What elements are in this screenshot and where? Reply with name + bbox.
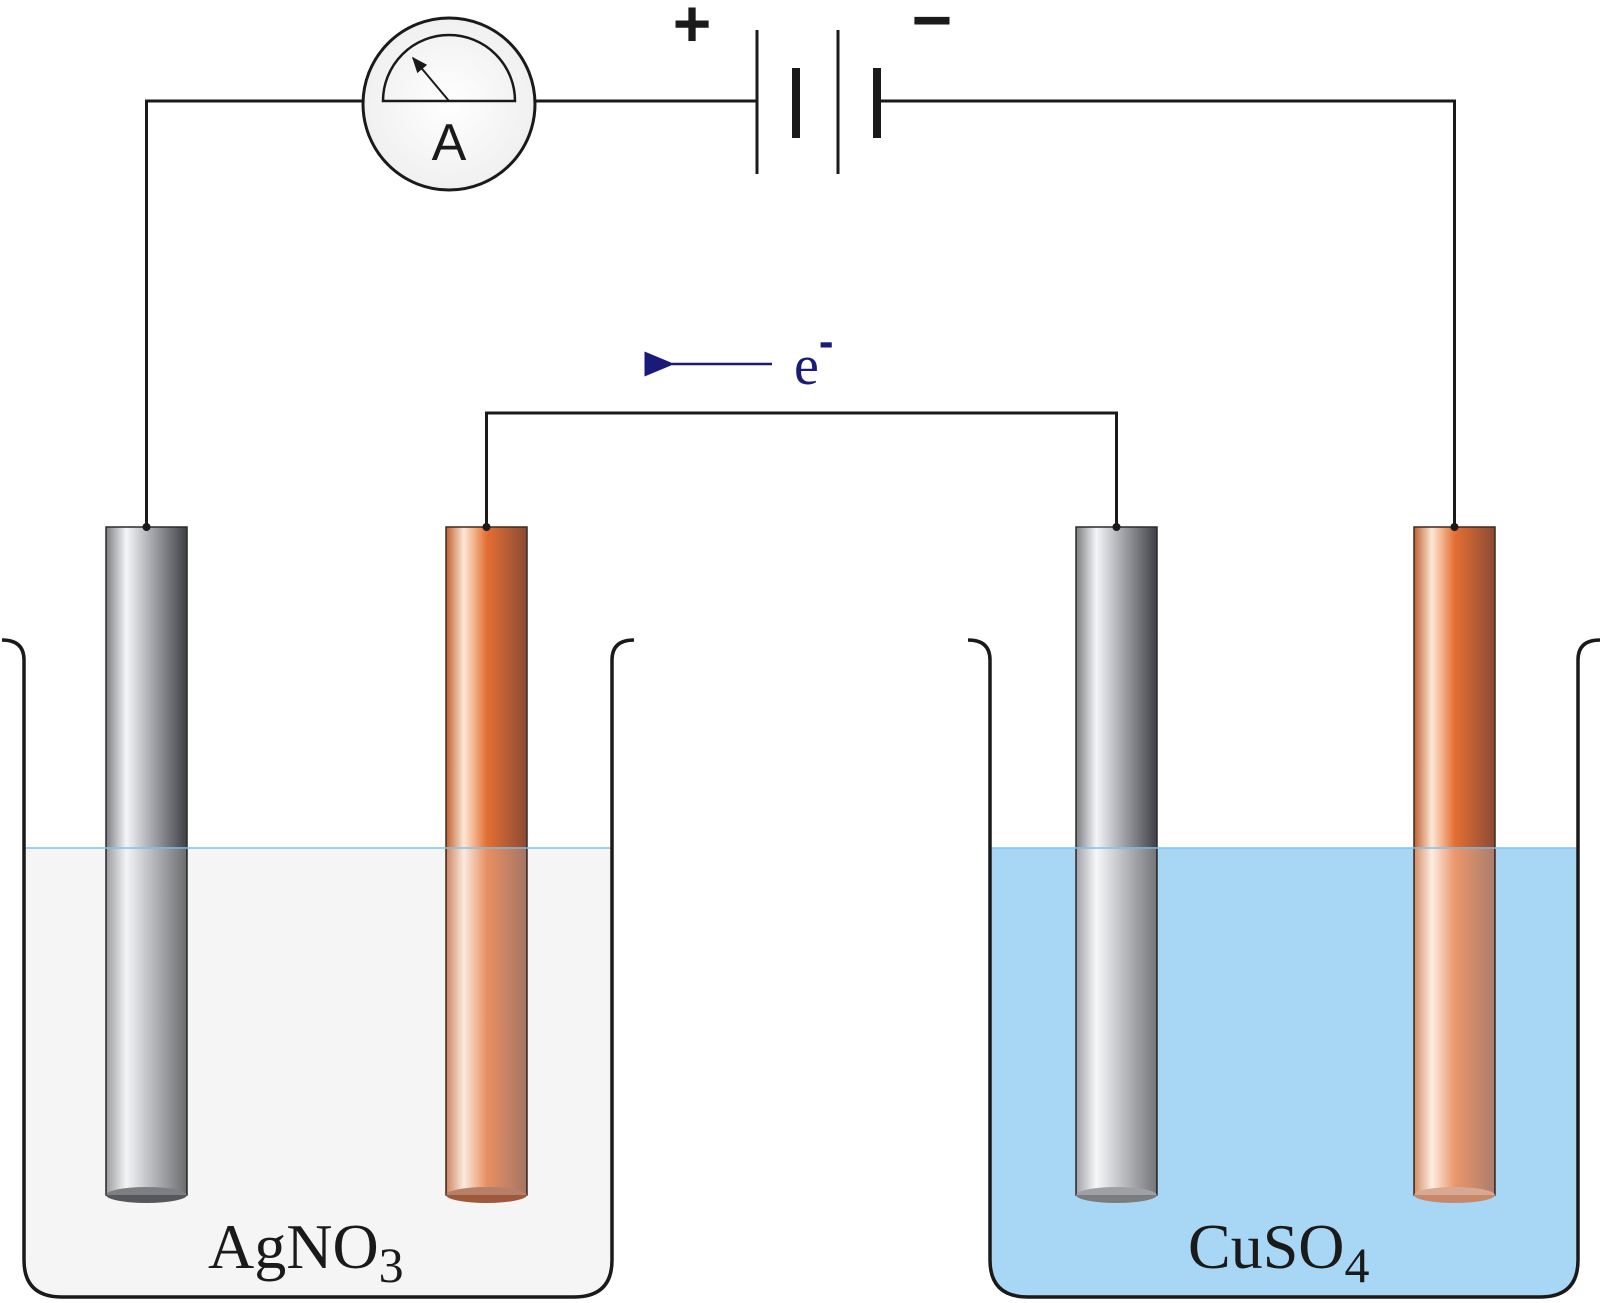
electron-flow: e- — [644, 317, 834, 397]
wire-left-to-ammeter — [145, 99, 362, 527]
agno3-subscript: 3 — [379, 1237, 404, 1293]
battery: + − — [673, 0, 953, 174]
ammeter-label: A — [432, 114, 467, 172]
negative-terminal-label: − — [912, 0, 953, 59]
silver-electrode-right — [1075, 526, 1158, 1203]
terminal-dot — [482, 523, 491, 531]
agno3-beaker — [1, 638, 635, 1299]
electron-label: e- — [794, 317, 834, 397]
copper-electrode-left — [445, 526, 528, 1203]
cuso4-formula: CuSO — [1188, 1211, 1345, 1282]
ammeter-needle — [411, 56, 450, 102]
electron-charge: - — [819, 317, 834, 366]
cuso4-label: CuSO4 — [1188, 1211, 1370, 1293]
silver-electrode-left — [105, 526, 188, 1203]
ammeter-scale — [381, 33, 517, 103]
wire-battery-to-right — [878, 99, 1456, 527]
ammeter: A — [361, 16, 537, 192]
terminal-dot — [1450, 523, 1459, 531]
cuso4-beaker — [967, 638, 1600, 1299]
cuso4-subscript: 4 — [1345, 1237, 1370, 1293]
electron-symbol: e — [794, 335, 819, 397]
positive-terminal-label: + — [673, 0, 712, 60]
terminal-dot — [1112, 523, 1121, 531]
agno3-formula: AgNO — [208, 1211, 379, 1282]
bridge-wire — [485, 411, 1118, 527]
agno3-label: AgNO3 — [208, 1211, 404, 1293]
copper-electrode-right — [1413, 526, 1496, 1203]
terminal-dot — [142, 523, 151, 531]
